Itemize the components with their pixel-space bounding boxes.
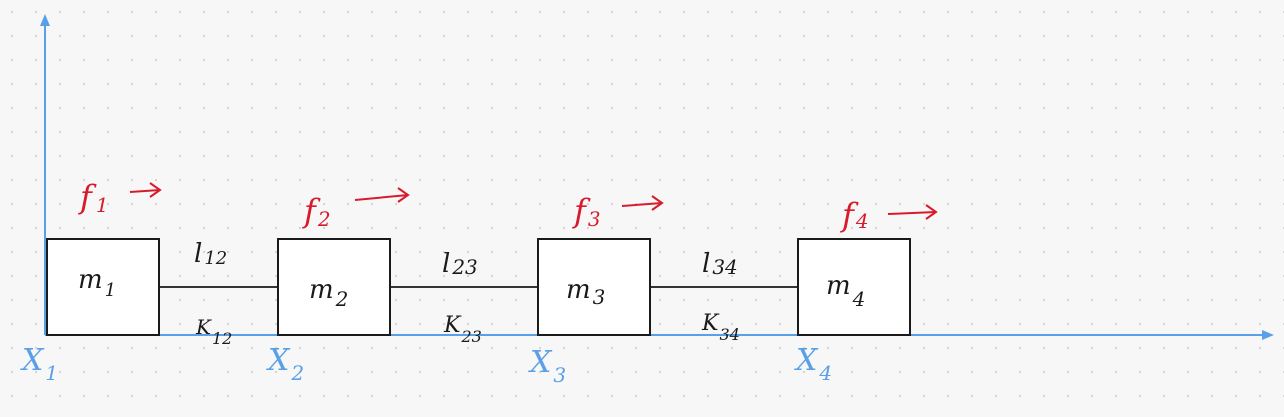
mass-box-1 bbox=[46, 238, 160, 336]
spring-constant-label-23: K23 bbox=[443, 313, 482, 346]
y-axis-arrow-icon bbox=[40, 14, 50, 26]
spring-constant-label-34: K34 bbox=[701, 311, 740, 344]
force-arrow-1-icon bbox=[129, 182, 162, 198]
spring-constant-label-12: K12 bbox=[195, 315, 232, 348]
force-arrows bbox=[129, 182, 938, 220]
x-axis-arrow-icon bbox=[1262, 330, 1274, 340]
force-arrow-3-icon bbox=[621, 195, 664, 211]
mass-box-4 bbox=[797, 238, 911, 336]
mass-box-3 bbox=[537, 238, 651, 336]
axes bbox=[40, 14, 1274, 340]
mass-boxes bbox=[46, 238, 911, 336]
mass-box-2 bbox=[277, 238, 391, 336]
force-arrow-2-icon bbox=[354, 187, 410, 203]
force-arrow-4-icon bbox=[887, 204, 938, 220]
spring-constant-labels: K12 K23 K34 bbox=[195, 311, 740, 348]
